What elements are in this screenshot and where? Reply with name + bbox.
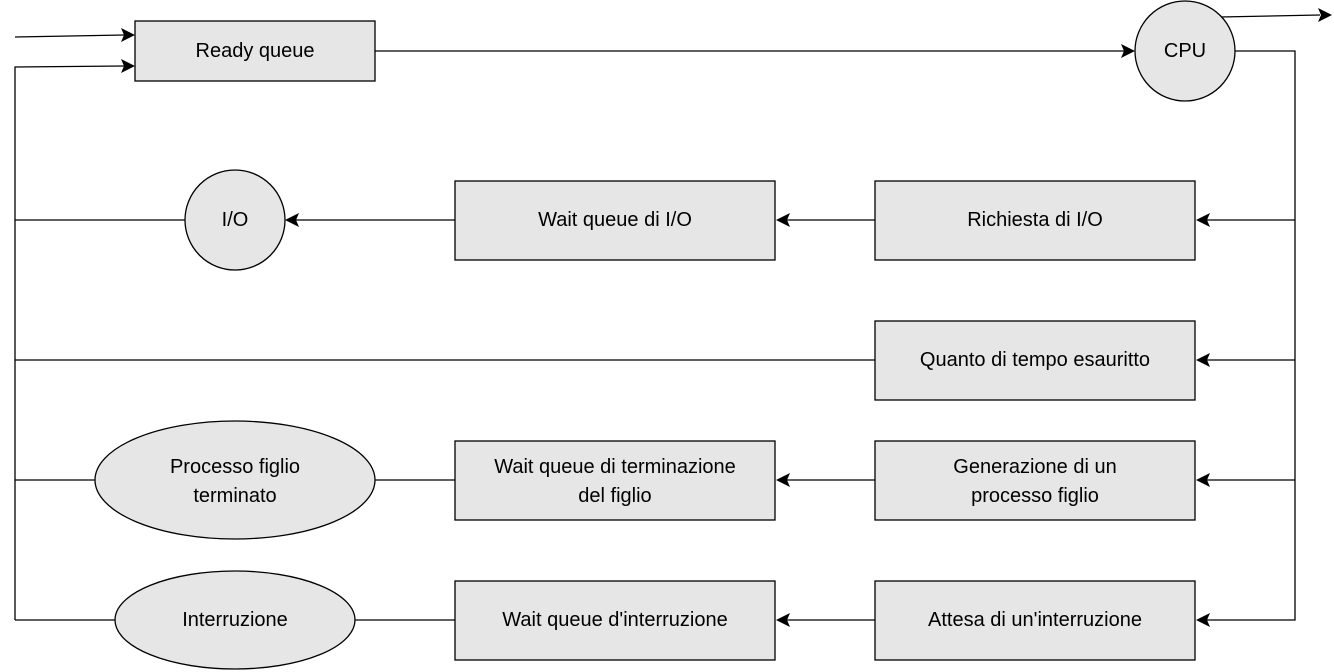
- io-label: I/O: [222, 209, 249, 231]
- richiesta-io-label: Richiesta di I/O: [967, 209, 1103, 231]
- arrowhead-richiesta: [1196, 213, 1210, 227]
- wait-queue-terminazione-node: Wait queue di terminazione del figlio: [454, 440, 776, 521]
- generazione-figlio-line-2: processo figlio: [971, 485, 1099, 507]
- arrowhead-attesa: [1196, 613, 1210, 627]
- arrowhead-quanto: [1196, 353, 1210, 367]
- io-node: I/O: [184, 169, 286, 271]
- processo-figlio-terminato-line-1: Processo figlio: [170, 456, 300, 478]
- richiesta-io-node: Richiesta di I/O: [874, 180, 1196, 261]
- wait-queue-interruzione-label: Wait queue d'interruzione: [502, 609, 727, 631]
- arrowhead-wait-term: [776, 473, 790, 487]
- wait-queue-io-label: Wait queue di I/O: [538, 209, 692, 231]
- arrowhead-ready-queue-new: [121, 28, 135, 42]
- quanto-tempo-label: Quanto di tempo esauritto: [920, 349, 1150, 371]
- arrowhead-wait-io: [776, 213, 790, 227]
- arrowhead-io: [285, 213, 299, 227]
- quanto-tempo-node: Quanto di tempo esauritto: [874, 320, 1196, 401]
- interruzione-label: Interruzione: [182, 609, 288, 631]
- generazione-figlio-line-1: Generazione di un: [953, 456, 1116, 478]
- cpu-node: CPU: [1134, 0, 1236, 102]
- edges: [14, 8, 1332, 627]
- wait-queue-terminazione-line-2: del figlio: [578, 485, 651, 507]
- arrowhead-exit: [1318, 8, 1332, 22]
- edge-return-to-ready-queue: [14, 65, 125, 620]
- ready-queue-label: Ready queue: [196, 40, 315, 62]
- edge-cpu-bus: [1207, 50, 1296, 621]
- wait-queue-io-node: Wait queue di I/O: [454, 180, 776, 261]
- interruzione-node: Interruzione: [114, 570, 356, 670]
- attesa-interruzione-node: Attesa di un'interruzione: [874, 580, 1196, 661]
- processo-figlio-terminato-node: Processo figlio terminato: [94, 420, 376, 540]
- cpu-label: CPU: [1164, 40, 1206, 62]
- wait-queue-interruzione-node: Wait queue d'interruzione: [454, 580, 776, 661]
- ready-queue-node: Ready queue: [134, 20, 376, 82]
- arrowhead-cpu: [1121, 44, 1135, 58]
- wait-queue-terminazione-line-1: Wait queue di terminazione: [494, 456, 736, 478]
- edge-new-to-ready-queue: [14, 34, 125, 38]
- edge-cpu-exit: [1219, 14, 1321, 18]
- arrowhead-wait-int: [776, 613, 790, 627]
- arrowhead-ready-queue-return: [121, 59, 135, 73]
- attesa-interruzione-label: Attesa di un'interruzione: [928, 609, 1142, 631]
- arrowhead-generazione: [1196, 473, 1210, 487]
- generazione-figlio-node: Generazione di un processo figlio: [874, 440, 1196, 521]
- processo-figlio-terminato-line-2: terminato: [193, 485, 276, 507]
